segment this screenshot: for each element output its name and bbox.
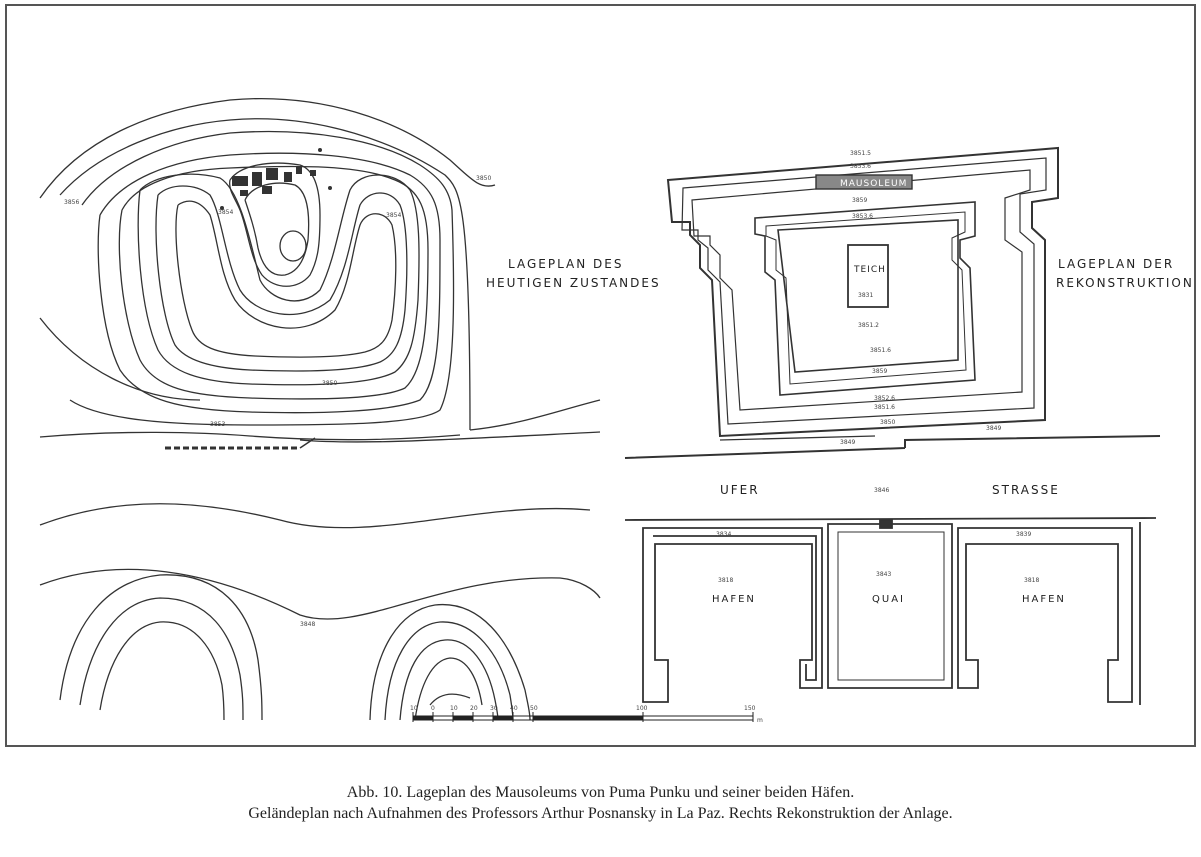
left-elev-b: 3850	[476, 175, 491, 182]
elev-top: 3851.5	[850, 150, 871, 157]
scale-tick-3: 20	[470, 705, 478, 712]
scale-tick-5: 40	[510, 705, 518, 712]
elev-b3: 3850	[880, 419, 895, 426]
scale-tick-7: 100	[636, 705, 648, 712]
street-label: STRASSE	[992, 483, 1060, 497]
pond-label: TEICH	[853, 265, 886, 275]
scale-tick-6: 50	[530, 705, 538, 712]
left-elev-f: 3853	[210, 421, 225, 428]
left-elev-d: 3854	[386, 212, 401, 219]
lower-contours	[39, 503, 601, 721]
elev-pond: 3831	[858, 292, 873, 299]
elev-mid: 3859	[852, 197, 867, 204]
elev-b1: 3852.6	[874, 395, 895, 402]
elev-street: 3846	[874, 487, 889, 494]
left-wall-line-2	[299, 437, 316, 449]
left-elev-c: 3854	[218, 209, 233, 216]
shore-label: UFER	[720, 483, 760, 497]
harbor-plan	[624, 517, 1157, 705]
mausoleum-label: MAUSOLEUM	[840, 179, 907, 189]
elev-lower: 3859	[872, 368, 887, 375]
harbor-right-label: HAFEN	[1022, 594, 1066, 605]
plate-frame	[5, 4, 1196, 747]
left-elev-g: 3848	[300, 621, 315, 628]
harbor-left-label: HAFEN	[712, 594, 756, 605]
right-plan-label-1: LAGEPLAN DER	[1058, 257, 1174, 271]
left-plan-label-2: HEUTIGEN ZUSTANDES	[486, 276, 661, 290]
scale-tick-1: 0	[431, 705, 435, 712]
elev-left: 3818	[718, 577, 733, 584]
scale-tick-4: 30	[490, 705, 498, 712]
right-plan-label-2: REKONSTRUKTION	[1056, 276, 1194, 290]
left-plan-label-1: LAGEPLAN DES	[508, 257, 623, 271]
elev-step: 3851.6	[870, 347, 891, 354]
elev-b2: 3851.6	[874, 404, 895, 411]
scale-unit: m	[757, 717, 763, 724]
elev-quay: 3843	[876, 571, 891, 578]
figure-caption-line-2: Geländeplan nach Aufnahmen des Professor…	[248, 805, 953, 822]
scale-tick-8: 150	[744, 705, 756, 712]
left-elev-e: 3850	[322, 380, 337, 387]
left-elev-a: 3856	[64, 199, 79, 206]
site-plan-plate: LAGEPLAN DES HEUTIGEN ZUSTANDES 3856 385…	[5, 4, 1196, 747]
elev-b4: 3849	[986, 425, 1001, 432]
scale-bar: 10 0 10 20 30 40 50 100 150 m	[410, 705, 763, 724]
elev-court: 3851.2	[858, 322, 879, 329]
elev-inner: 3853.6	[852, 213, 873, 220]
elev-right-top: 3839	[1016, 531, 1031, 538]
figure-caption-line-1: Abb. 10. Lageplan des Mausoleums von Pum…	[346, 784, 855, 801]
contour-site-plan	[39, 97, 601, 443]
elev-right: 3818	[1024, 577, 1039, 584]
quay-label: QUAI	[872, 594, 905, 605]
scale-tick-2: 10	[450, 705, 458, 712]
reconstruction-plan	[624, 146, 1161, 459]
elev-b5: 3849	[840, 439, 855, 446]
scale-tick-0: 10	[410, 705, 418, 712]
elev-left-top: 3834	[716, 531, 731, 538]
elev-top2: 3853.6	[850, 163, 871, 170]
ruins-cluster	[220, 148, 332, 210]
